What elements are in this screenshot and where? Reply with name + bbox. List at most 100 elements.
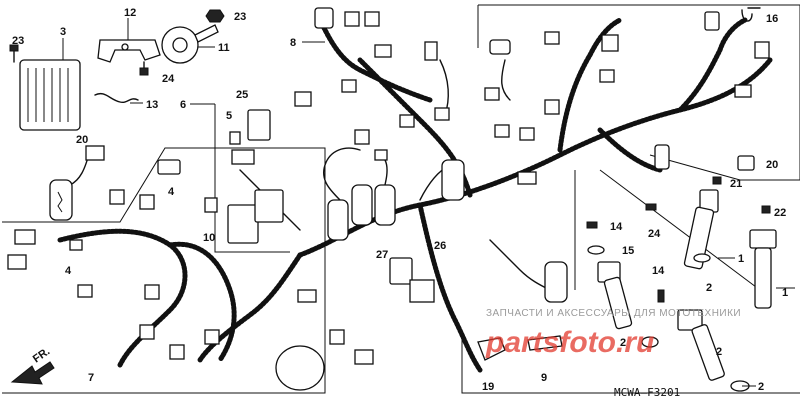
- label-part-13: 13: [146, 99, 158, 111]
- watermark-text: ЗАПЧАСТИ И АКСЕССУАРЫ ДЛЯ МОТОТЕХНИКИ: [486, 308, 741, 319]
- connector-mid-c: [517, 171, 537, 185]
- connector-8b: [344, 11, 360, 27]
- label-part-17: 19: [482, 381, 494, 393]
- condenser-mid-1: [327, 199, 349, 241]
- connector-block-b: [254, 189, 284, 223]
- label-part-4b: 4: [65, 265, 72, 277]
- connector-left-b: [7, 254, 27, 270]
- relay-25: [247, 109, 271, 141]
- connector-8e: [424, 41, 438, 61]
- condenser-19: [49, 179, 73, 221]
- label-part-16: 16: [766, 13, 778, 25]
- connector-right-d: [599, 69, 615, 83]
- connector-10: [204, 197, 218, 213]
- connector-left-e: [157, 159, 181, 175]
- harness-upper-mid: [317, 17, 433, 103]
- label-part-10: 10: [203, 232, 215, 244]
- connector-8g: [341, 79, 357, 93]
- label-part-2d: 2: [758, 381, 764, 393]
- connector-26: [409, 279, 435, 303]
- label-part-7: 7: [88, 372, 94, 384]
- label-part-21: 23: [234, 11, 246, 23]
- connector-right-g: [754, 41, 770, 59]
- label-part-6: 6: [180, 99, 186, 111]
- harness-branch-upper: [557, 17, 623, 153]
- label-part-14b: 14: [652, 265, 665, 277]
- connector-8i: [434, 107, 450, 121]
- frame-lower-right: [461, 330, 800, 394]
- connector-mid-d: [544, 99, 560, 115]
- wire-4: [489, 239, 551, 291]
- label-part-5: 5: [226, 110, 232, 122]
- condenser-mid-4: [441, 159, 465, 201]
- frame-left-box: [2, 147, 326, 394]
- connector-left-f: [109, 189, 125, 205]
- connector-lower-c: [297, 289, 317, 303]
- connector-left-i: [139, 324, 155, 340]
- label-part-2a: 2: [706, 282, 712, 294]
- label-part-22: 24: [162, 73, 175, 85]
- connector-right-h: [734, 84, 752, 98]
- connector-left-h: [144, 284, 160, 300]
- label-part-1: 1: [738, 253, 744, 265]
- label-part-24: 24: [648, 228, 661, 240]
- connector-mid-e: [494, 124, 510, 138]
- connector-5: [229, 131, 241, 145]
- connector-left-c: [69, 239, 83, 251]
- bolt-23: [9, 44, 19, 63]
- bolt-20a: [712, 176, 722, 185]
- connector-8a: [314, 7, 334, 29]
- wire-1: [323, 147, 361, 201]
- clamp-17: [477, 337, 506, 361]
- label-part-12: 12: [124, 7, 136, 19]
- wire-7: [501, 59, 511, 101]
- harness-left-loop: [57, 228, 188, 368]
- harness-branch-left: [197, 252, 303, 363]
- label-part-26: 26: [434, 240, 446, 252]
- label-part-1b: 1: [782, 287, 788, 299]
- label-part-19: 20: [76, 134, 88, 146]
- relay-27: [389, 257, 413, 285]
- connector-left-d: [77, 284, 93, 298]
- connector-right-c: [601, 34, 619, 52]
- grommet-2a: [693, 253, 711, 263]
- bolt-20b: [761, 205, 771, 214]
- label-part-2c: 2: [716, 346, 722, 358]
- label-part-27: 27: [376, 249, 388, 261]
- connector-lower-b: [329, 329, 345, 345]
- label-part-20b: 22: [774, 207, 786, 219]
- connector-left-j: [169, 344, 185, 360]
- connector-right-f: [704, 11, 720, 31]
- label-part-11: 11: [218, 42, 230, 54]
- label-part-23: 23: [12, 35, 24, 47]
- label-part-2b: 2: [620, 337, 626, 349]
- label-part-4a: 4: [168, 186, 175, 198]
- ignition-coil-1: [683, 189, 719, 270]
- connector-left-g: [139, 194, 155, 210]
- condenser-mid-2: [351, 184, 373, 226]
- frame-coil-diag: [599, 169, 761, 291]
- label-part-9: 9: [541, 372, 547, 384]
- connector-8c: [364, 11, 380, 27]
- connector-right-i: [654, 144, 670, 170]
- connector-8d: [374, 44, 392, 58]
- label-part-18: 20: [766, 159, 778, 171]
- connector-left-a: [14, 229, 36, 245]
- washer-15: [587, 245, 605, 255]
- front-arrow-icon: [10, 361, 55, 385]
- connector-left-k: [204, 329, 220, 345]
- clamp-13: [94, 93, 139, 104]
- connector-8h: [399, 114, 415, 128]
- diagram-code: MCWA–F3201: [614, 386, 680, 399]
- connector-right-b: [544, 31, 560, 45]
- label-part-3: 3: [60, 26, 66, 38]
- connector-block-a: [227, 204, 259, 244]
- harness-left-branch-2: [167, 241, 237, 363]
- connector-lower-a: [354, 349, 374, 365]
- fuse-box: [231, 149, 255, 165]
- label-part-25: 25: [236, 89, 248, 101]
- clip-16: [741, 7, 761, 22]
- bolt-24: [645, 203, 657, 211]
